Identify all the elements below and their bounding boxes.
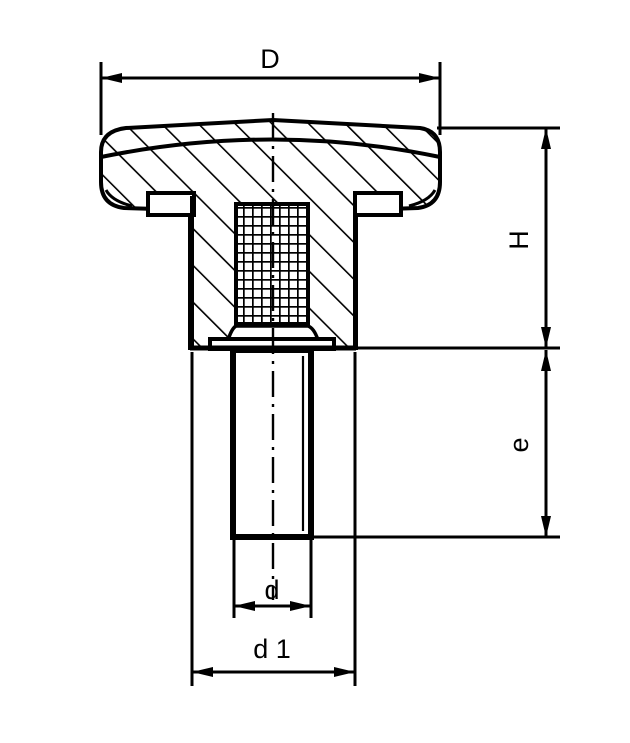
dimension-d: d: [232, 540, 313, 618]
dimension-label-D: D: [260, 44, 280, 74]
arrow-H-bottom: [541, 327, 551, 348]
knob-crown-arc: [100, 137, 441, 159]
knob-body-outline: [99, 117, 442, 350]
dimension-e: e: [308, 350, 560, 539]
drawing-geometry: D H e: [99, 44, 560, 686]
arrow-H-top: [541, 128, 551, 149]
groove-recess-right: [353, 191, 403, 217]
arrow-D-right: [419, 73, 440, 83]
dimension-label-d1: d 1: [253, 634, 291, 664]
arrow-d1-left: [192, 667, 213, 677]
dimension-D: D: [99, 44, 442, 135]
arrow-d-left: [234, 601, 255, 611]
dimension-d1: d 1: [190, 352, 357, 686]
arrow-D-left: [101, 73, 122, 83]
dimension-label-H: H: [504, 230, 534, 250]
dimension-H: H: [352, 126, 560, 350]
arrow-d-right: [290, 601, 311, 611]
knob-skirt-arc-left: [104, 189, 133, 208]
dimension-label-d: d: [264, 575, 279, 605]
arrow-e-bottom: [541, 516, 551, 537]
arrow-e-top: [541, 350, 551, 371]
dimension-label-e: e: [504, 437, 534, 452]
knob-skirt-arc-right: [408, 189, 437, 208]
arrow-d1-right: [334, 667, 355, 677]
groove-recess-left: [146, 191, 196, 217]
